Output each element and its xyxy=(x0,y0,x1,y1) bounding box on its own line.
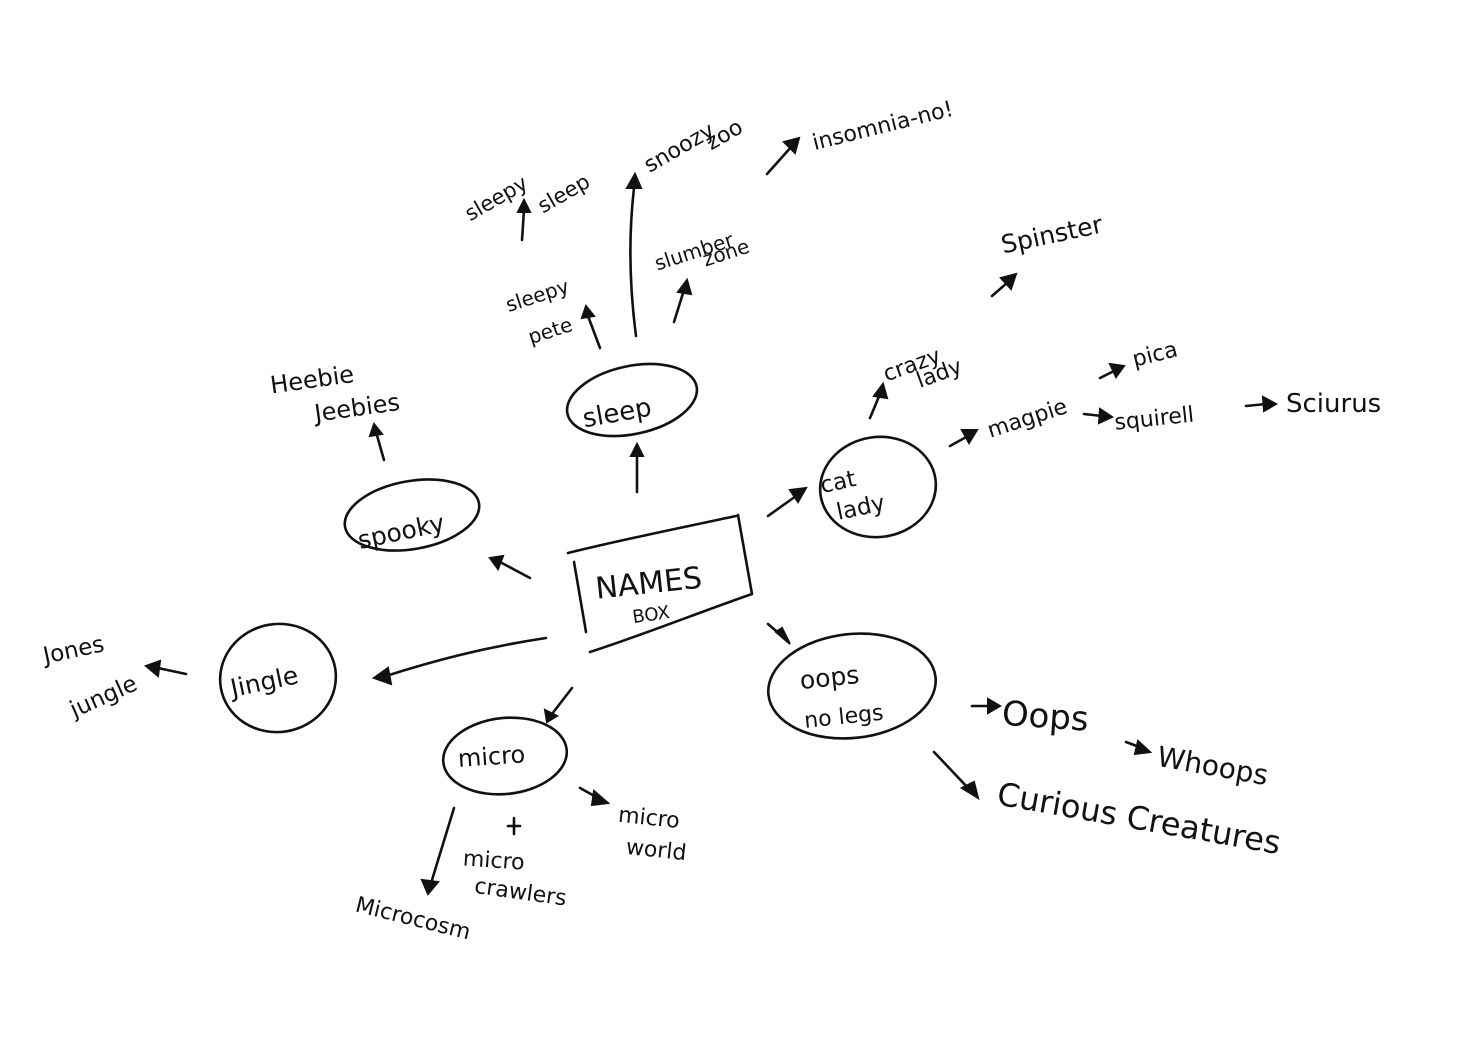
branch-sleep: sleep sleepy pete snoozy zoo slumber zon… xyxy=(461,97,956,494)
oops-no-legs-line1: oops xyxy=(798,660,860,695)
arrowhead-sleepy-sleep xyxy=(516,197,532,213)
oops-no-legs-bubble xyxy=(766,632,938,740)
arrowhead-cat-lady xyxy=(788,486,808,504)
connector-center-to-jingle xyxy=(384,636,548,678)
micro-crawlers-line2: crawlers xyxy=(473,874,568,912)
squirrell-label: squirell xyxy=(1113,403,1195,436)
cat-lady-bubble xyxy=(818,435,938,539)
arrowhead-snoozy-zoo xyxy=(625,171,643,189)
connector-crazy-to-spinster xyxy=(990,280,1010,298)
snoozy-zoo-line1: snoozy xyxy=(640,118,719,178)
jones-jungle-line1: Jones xyxy=(39,631,107,670)
arrowhead-micro-world xyxy=(590,789,611,807)
snoozy-zoo-line2: zoo xyxy=(702,115,748,156)
micro-crawlers-line1: micro xyxy=(462,846,525,875)
arrowhead-jingle xyxy=(371,666,393,686)
arrowhead-crazy-lady xyxy=(872,381,889,400)
connector-jingle-to-jones xyxy=(156,666,188,676)
branch-jingle: Jingle Jones jungle xyxy=(39,622,548,734)
arrowhead-slumber-zone xyxy=(676,277,693,296)
center-subtitle: BOX xyxy=(631,602,671,628)
branch-micro: micro Microcosm micro crawlers micro wor… xyxy=(353,686,688,946)
arrowhead-insomnia xyxy=(782,136,801,155)
microcosm-label: Microcosm xyxy=(353,893,473,946)
arrowhead-oops xyxy=(987,697,1002,715)
connector-sleep-to-snoozy-zoo xyxy=(629,186,638,338)
sleepy-sleep-line1: sleepy xyxy=(461,171,532,226)
spinster-label: Spinster xyxy=(998,209,1105,259)
heebie-jeebies-line2: Jeebies xyxy=(311,388,402,428)
arrowhead-microcosm xyxy=(420,878,440,896)
arrowhead-magpie xyxy=(960,429,979,446)
oops-no-legs-line2: no legs xyxy=(803,701,885,734)
jingle-label: Jingle xyxy=(226,660,301,703)
connector-sleepy-sleep xyxy=(520,208,526,242)
spooky-bubble xyxy=(343,478,481,552)
whoops-label: Whoops xyxy=(1155,740,1271,792)
jingle-bubble xyxy=(218,622,338,734)
arrowhead-curious xyxy=(959,780,980,801)
arrowhead-oops-branch xyxy=(774,626,791,645)
connector-slumber-to-insomnia xyxy=(765,144,794,176)
arrowhead-sciurus xyxy=(1261,395,1279,413)
center-title: NAMES xyxy=(594,561,704,607)
oops-label: Oops xyxy=(1001,694,1090,740)
arrowhead-micro xyxy=(543,708,560,724)
arrowhead-sleepy-pete xyxy=(580,303,596,320)
sleepy-pete-line2: pete xyxy=(525,312,575,349)
connector-sleep-to-sleepy-pete xyxy=(586,314,602,350)
arrowhead-spooky xyxy=(488,554,505,572)
arrowhead-whoops xyxy=(1133,739,1153,756)
curious-creatures-label: Curious Creatures xyxy=(994,775,1283,862)
spooky-label: spooky xyxy=(355,508,447,555)
jones-jungle-line2: jungle xyxy=(65,671,141,724)
micro-world-line1: micro xyxy=(617,803,681,834)
arrowhead-heebie xyxy=(368,421,384,438)
arrowhead-spinster xyxy=(999,272,1018,291)
arrowhead-squirrell xyxy=(1097,407,1115,425)
connector-sleep-to-slumber-zone xyxy=(672,288,686,324)
cat-lady-line2: lady xyxy=(834,490,887,526)
connector-cat-lady-to-crazy-lady xyxy=(868,392,882,420)
branch-cat-lady: cat lady crazy lady Spinster magpie pica… xyxy=(766,209,1381,539)
connector-center-to-micro xyxy=(550,686,574,716)
heebie-jeebies-line1: Heebie xyxy=(268,360,355,399)
sleep-bubble xyxy=(565,362,699,438)
connector-micro-to-microcosm xyxy=(430,806,456,882)
connector-spooky-to-heebie xyxy=(374,430,386,462)
arrowhead-sleep xyxy=(629,441,645,457)
connector-oops-to-curious xyxy=(932,750,972,792)
sciurus-label: Sciurus xyxy=(1286,389,1381,419)
arrowhead-pica xyxy=(1108,362,1126,379)
connector-micro-to-micro-crawlers xyxy=(506,816,522,836)
insomnia-no-label: insomnia-no! xyxy=(810,97,956,156)
arrowhead-jones xyxy=(144,659,162,678)
branch-oops-no-legs: oops no legs Oops Whoops Curious Creatur… xyxy=(766,622,1284,862)
pica-label: pica xyxy=(1130,337,1180,372)
micro-world-line2: world xyxy=(625,835,688,866)
branch-spooky: spooky Heebie Jeebies xyxy=(268,360,532,580)
connector-center-to-cat-lady xyxy=(766,494,798,518)
micro-bubble xyxy=(441,716,569,796)
micro-label: micro xyxy=(457,740,526,773)
sleepy-sleep-line2: sleep xyxy=(534,169,594,218)
center-node: NAMES BOX xyxy=(566,513,754,654)
center-box-outline xyxy=(566,513,754,654)
sleepy-pete-line1: sleepy xyxy=(503,274,573,317)
connector-center-to-spooky xyxy=(498,560,532,580)
magpie-label: magpie xyxy=(984,394,1070,443)
sleep-label: sleep xyxy=(580,393,653,435)
